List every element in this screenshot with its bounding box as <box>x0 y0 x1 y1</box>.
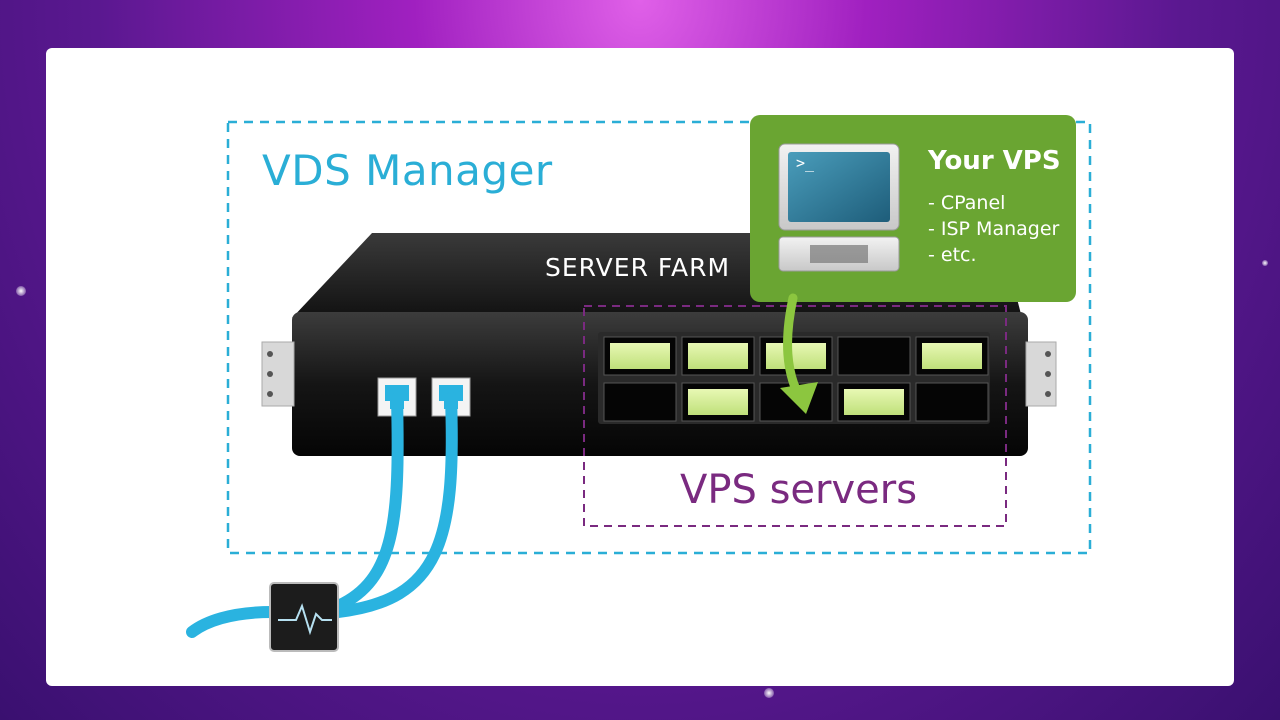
server-slot-light <box>688 389 748 415</box>
vds-manager-label: VDS Manager <box>262 146 553 195</box>
network-switch-icon <box>269 582 339 652</box>
server-slots <box>603 336 989 422</box>
server-slot-light <box>844 389 904 415</box>
your-vps-item: - CPanel <box>928 192 1006 214</box>
server-slot-2-5 <box>915 382 989 422</box>
terminal-prompt: >_ <box>796 154 815 172</box>
your-vps-list: - CPanel - ISP Manager - etc. <box>928 190 1059 268</box>
your-vps-item: - ISP Manager <box>928 218 1060 240</box>
server-slot-light <box>610 343 670 369</box>
rack-bracket-right <box>1025 341 1057 407</box>
arrow-down-icon <box>780 293 818 414</box>
your-vps-item: - etc. <box>928 244 977 266</box>
vps-servers-label: VPS servers <box>680 467 918 513</box>
rack-bracket-left <box>261 341 295 407</box>
server-slot-light <box>766 343 826 369</box>
server-farm-label: SERVER FARM <box>545 253 731 282</box>
vds-manager-boundary <box>226 120 1092 555</box>
server-slot-2-1 <box>603 382 677 422</box>
terminal-monitor-icon <box>778 143 900 272</box>
sparkle <box>1262 260 1268 266</box>
your-vps-title: Your VPS <box>928 146 1061 176</box>
network-cables <box>186 392 458 638</box>
server-slot-1-4 <box>837 336 911 376</box>
server-slot-light <box>688 343 748 369</box>
server-slot-light <box>922 343 982 369</box>
sparkle <box>764 688 774 698</box>
sparkle <box>16 286 26 296</box>
